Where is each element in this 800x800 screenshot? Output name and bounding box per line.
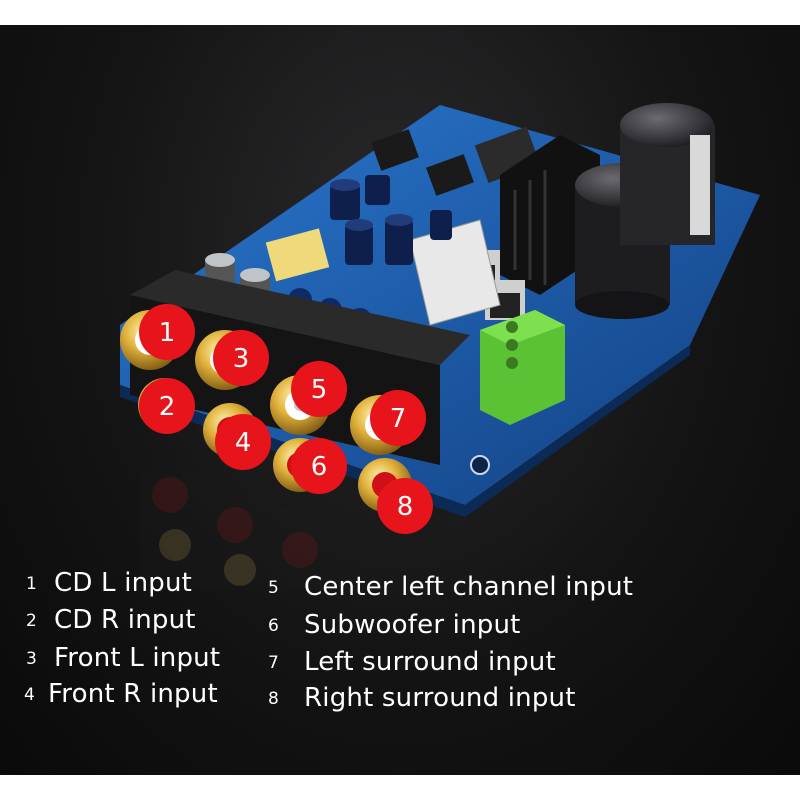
marker-7: 7: [370, 390, 426, 446]
terminal-block: [480, 310, 565, 425]
amplifier-board-illustration: 1 2 3 4 5 6 7: [120, 103, 760, 590]
svg-text:1: 1: [159, 318, 176, 348]
product-photo: 1 2 3 4 5 6 7: [0, 25, 800, 775]
marker-5: 5: [291, 361, 347, 417]
marker-3: 3: [213, 330, 269, 386]
svg-text:7: 7: [390, 404, 407, 434]
marker-2: 2: [139, 378, 195, 434]
marker-1: 1: [139, 304, 195, 360]
svg-text:4: 4: [235, 428, 252, 458]
svg-text:6: 6: [311, 452, 328, 482]
svg-text:8: 8: [397, 492, 414, 522]
input-legend: 1 CD L input 2 CD R input 3 Front L inpu…: [24, 568, 634, 713]
svg-text:5: 5: [311, 375, 328, 405]
marker-6: 6: [291, 438, 347, 494]
marker-4: 4: [215, 414, 271, 470]
svg-text:3: 3: [233, 344, 250, 374]
jack-markers: 1 2 3 4 5 6 7: [139, 304, 433, 534]
svg-text:2: 2: [159, 392, 176, 422]
marker-8: 8: [377, 478, 433, 534]
